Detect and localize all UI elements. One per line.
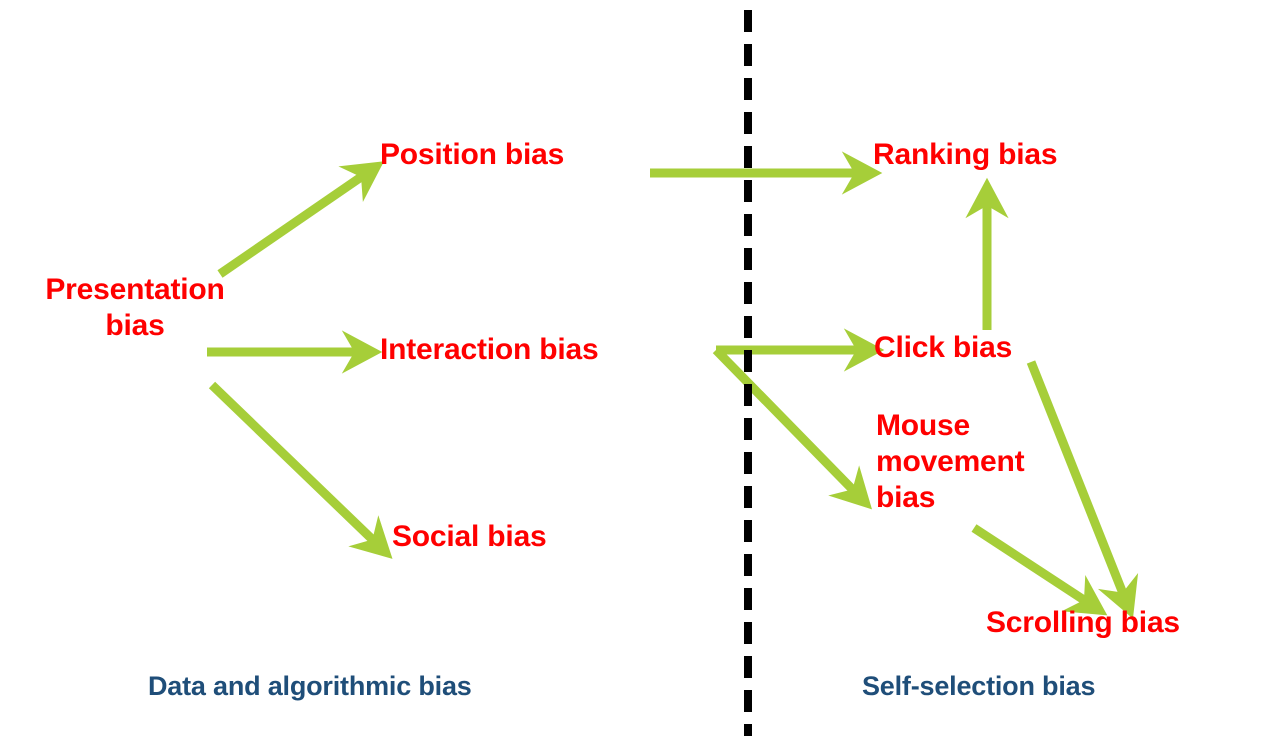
node-click-bias: Click bias [874,331,1013,364]
group-label-self-selection-bias: Self-selection bias [862,671,1096,701]
node-ranking-bias: Ranking bias [873,138,1058,171]
node-position-bias: Position bias [380,138,565,171]
edge-mouse-movement-to-scrolling [971,524,1108,616]
node-interaction-bias: Interaction bias [380,333,599,366]
edge-interaction-to-mouse-movement [712,346,872,510]
node-mouse-movement-bias: Mouse movement bias [876,409,1025,514]
edge-click-to-scrolling [1026,360,1139,619]
node-scrolling-bias: Scrolling bias [986,606,1180,639]
edge-presentation-to-position [217,161,385,278]
edge-presentation-to-social [208,381,393,559]
node-social-bias: Social bias [392,520,547,553]
node-presentation-bias: Presentation bias [45,273,225,342]
group-label-data-and-algorithmic-bias: Data and algorithmic bias [148,671,472,701]
